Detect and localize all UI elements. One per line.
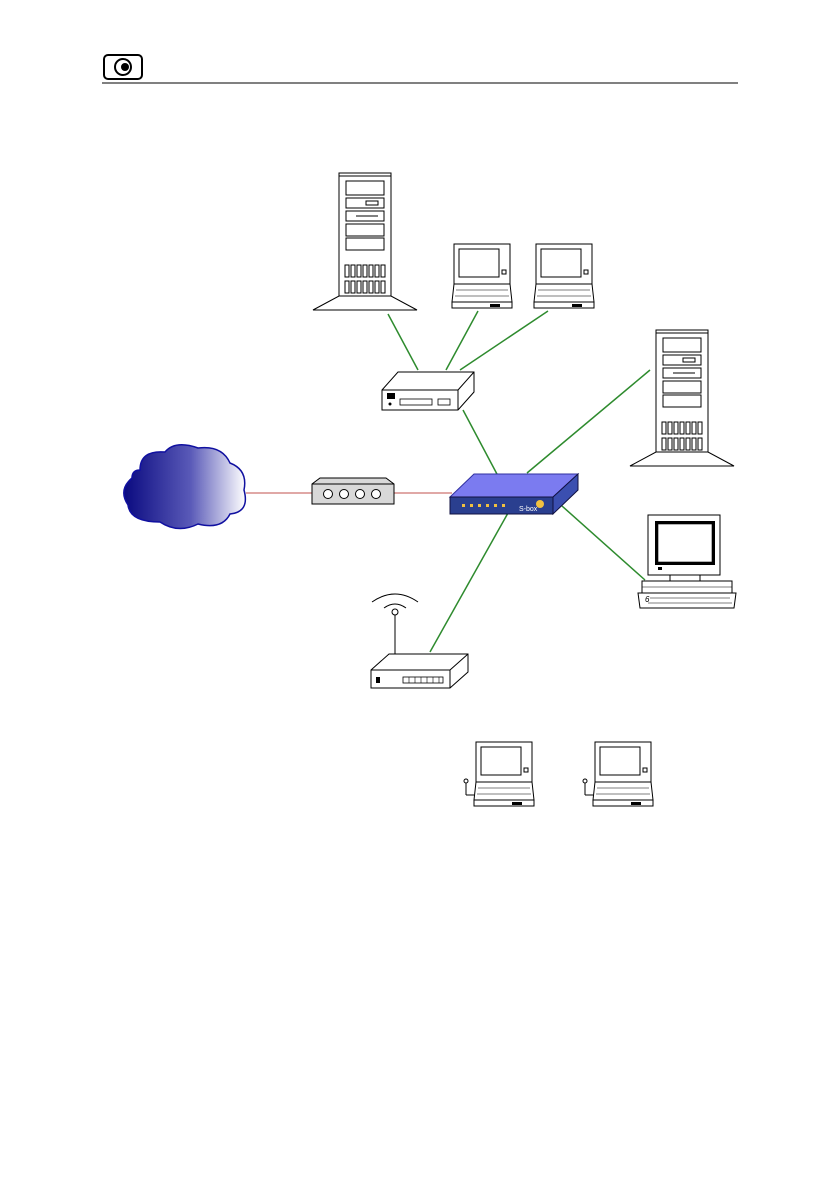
server-tower-icon [630,330,734,466]
link-sbox-wireless-ap [430,513,508,652]
firewall-appliance-icon: S-box [450,474,578,514]
svg-text:6: 6 [645,595,650,604]
wireless-laptop-icon [583,742,653,806]
laptop-icon [452,244,512,308]
cloud-icon [124,445,246,529]
link-sbox-hub [463,410,498,476]
modem-icon [312,478,394,504]
links [246,311,650,652]
laptop-icon [534,244,594,308]
hub-icon [382,372,474,410]
sbox-label: S-box [519,506,538,513]
link-sbox-workstation [562,506,645,580]
link-sbox-server2 [527,370,650,473]
link-hub-server1 [388,314,418,370]
wireless-access-point-icon [371,594,468,688]
server-tower-icon [313,173,417,310]
desktop-computer-icon: 6 [638,515,736,608]
wireless-laptop-icon [464,742,534,806]
